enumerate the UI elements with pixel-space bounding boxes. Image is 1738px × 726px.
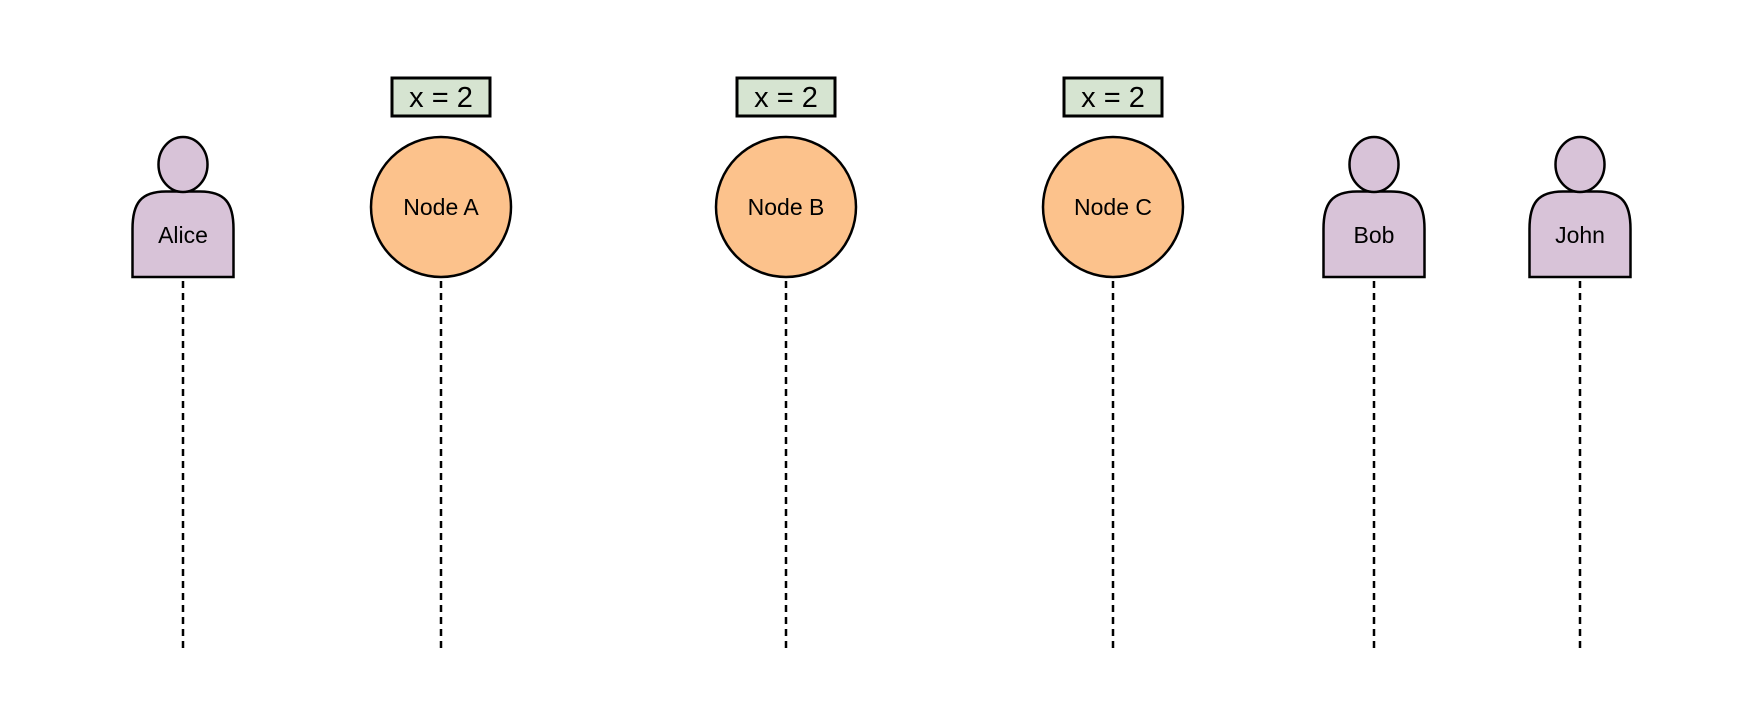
person-body bbox=[131, 190, 235, 279]
actor-label: Alice bbox=[158, 222, 208, 248]
person-head bbox=[1348, 135, 1400, 194]
participant-john: John bbox=[1528, 135, 1632, 651]
state-badge bbox=[390, 76, 492, 118]
participant-alice: Alice bbox=[131, 135, 235, 651]
participant-node-a: x = 2 Node A bbox=[369, 76, 513, 651]
person-body bbox=[1322, 190, 1426, 279]
state-badge-label: x = 2 bbox=[1081, 82, 1145, 114]
person-head bbox=[157, 135, 209, 194]
node-circle bbox=[714, 135, 858, 279]
node-circle bbox=[369, 135, 513, 279]
participant-bob: Bob bbox=[1322, 135, 1426, 651]
person-icon bbox=[1322, 135, 1426, 279]
actor-label: Bob bbox=[1354, 222, 1395, 248]
participant-node-b: x = 2 Node B bbox=[714, 76, 858, 651]
node-label: Node B bbox=[748, 194, 825, 220]
person-icon bbox=[1528, 135, 1632, 279]
node-circle bbox=[1041, 135, 1185, 279]
actor-label: John bbox=[1555, 222, 1605, 248]
state-badge-label: x = 2 bbox=[409, 82, 473, 114]
state-badge-label: x = 2 bbox=[754, 82, 818, 114]
person-head bbox=[1554, 135, 1606, 194]
person-icon bbox=[131, 135, 235, 279]
node-label: Node C bbox=[1074, 194, 1152, 220]
node-label: Node A bbox=[403, 194, 479, 220]
person-body bbox=[1528, 190, 1632, 279]
state-badge bbox=[1062, 76, 1164, 118]
state-badge bbox=[735, 76, 837, 118]
participant-node-c: x = 2 Node C bbox=[1041, 76, 1185, 651]
